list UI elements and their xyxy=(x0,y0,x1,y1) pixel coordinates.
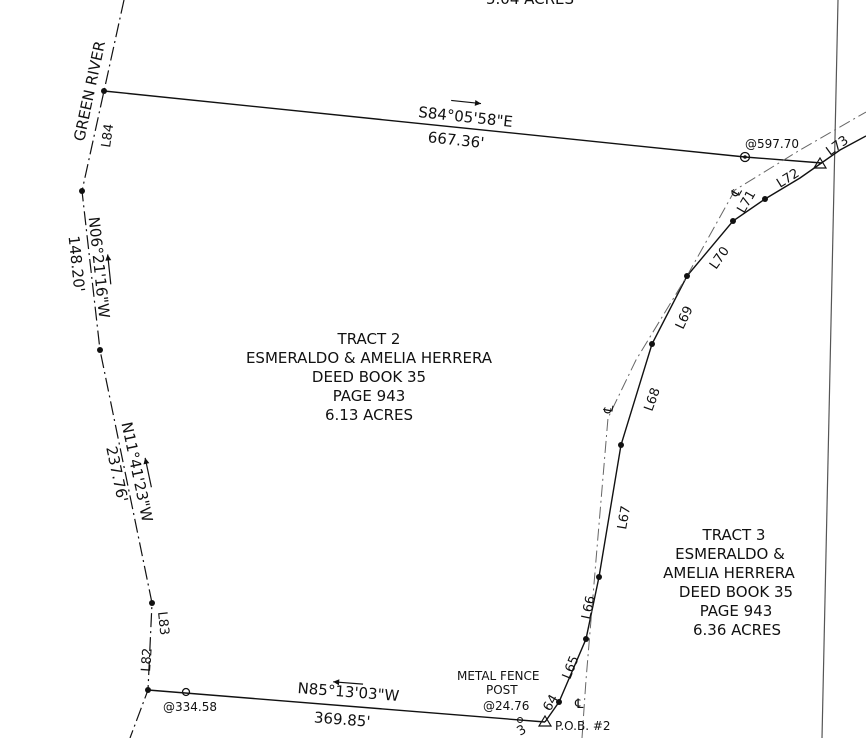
road-centerline xyxy=(581,111,866,738)
pob-label: P.O.B. #2 xyxy=(555,719,611,733)
svg-text:DEED BOOK 35: DEED BOOK 35 xyxy=(679,583,793,601)
segment-label-l66: L66 xyxy=(579,594,599,620)
point-334-marker xyxy=(181,687,191,697)
svg-text:6.13 ACRES: 6.13 ACRES xyxy=(325,406,413,424)
centerline-mark-2: ℄ xyxy=(601,403,618,415)
centerline-mark-3: ℄ xyxy=(574,697,584,712)
segment-label-l84: L84 xyxy=(99,123,117,149)
segment-label-l63: 3 xyxy=(515,722,530,738)
fence-label-line2: POST xyxy=(486,683,518,697)
svg-text:S84°05'58"E: S84°05'58"E xyxy=(417,103,513,131)
svg-text:PAGE 943: PAGE 943 xyxy=(700,602,773,620)
segment-label-l83: L83 xyxy=(154,611,171,636)
svg-text:N85°13'03"W: N85°13'03"W xyxy=(297,679,400,705)
segment-label-l69: L69 xyxy=(673,304,697,332)
svg-text:ESMERALDO &: ESMERALDO & xyxy=(675,545,785,563)
tract3-label: TRACT 3 ESMERALDO & AMELIA HERRERA DEED … xyxy=(663,526,795,639)
segment-label-l72: L72 xyxy=(774,166,802,191)
fence-post-marker xyxy=(516,716,524,724)
svg-text:148.20': 148.20' xyxy=(65,235,89,293)
point-597-label: @597.70 xyxy=(745,137,799,151)
svg-text:369.85': 369.85' xyxy=(313,708,371,730)
segment-label-l82: L82 xyxy=(139,647,156,672)
west-bearing-1: N06°21'16"W 148.20' xyxy=(65,216,114,319)
segment-label-l73: L73 xyxy=(824,133,852,159)
point-334-label: @334.58 xyxy=(163,700,217,714)
fence-label-line1: METAL FENCE xyxy=(457,669,539,683)
svg-text:PAGE 943: PAGE 943 xyxy=(333,387,406,405)
top-acreage-partial: 5.04 ACRES xyxy=(486,0,574,8)
segment-label-l64: 64 xyxy=(540,692,561,714)
svg-text:TRACT 3: TRACT 3 xyxy=(702,526,766,544)
svg-text:ESMERALDO & AMELIA HERRERA: ESMERALDO & AMELIA HERRERA xyxy=(246,349,493,367)
svg-text:AMELIA HERRERA: AMELIA HERRERA xyxy=(663,564,795,582)
svg-text:TRACT 2: TRACT 2 xyxy=(337,330,401,348)
svg-text:667.36': 667.36' xyxy=(427,128,485,152)
point-24-label: @24.76 xyxy=(483,699,529,713)
segment-label-l67: L67 xyxy=(615,505,634,531)
triangle-marker-icon xyxy=(812,156,828,169)
east-boundary-nodes xyxy=(556,196,768,705)
north-boundary-line xyxy=(103,90,746,158)
south-bearing: N85°13'03"W 369.85' xyxy=(297,679,400,731)
segment-label-l68: L68 xyxy=(642,386,664,413)
svg-text:6.36 ACRES: 6.36 ACRES xyxy=(693,621,781,639)
point-597-marker xyxy=(739,151,751,163)
east-boundary-line xyxy=(544,135,866,723)
south-boundary-line xyxy=(147,689,546,723)
west-bearing-2: N11°41'23"W 237.76' xyxy=(102,420,156,524)
map-border-line xyxy=(821,0,839,738)
river-nodes xyxy=(79,88,155,693)
segment-label-l65: L65 xyxy=(560,654,583,682)
tract2-label: TRACT 2 ESMERALDO & AMELIA HERRERA DEED … xyxy=(246,330,493,424)
svg-text:DEED BOOK 35: DEED BOOK 35 xyxy=(312,368,426,386)
pob-triangle-icon xyxy=(537,714,553,727)
